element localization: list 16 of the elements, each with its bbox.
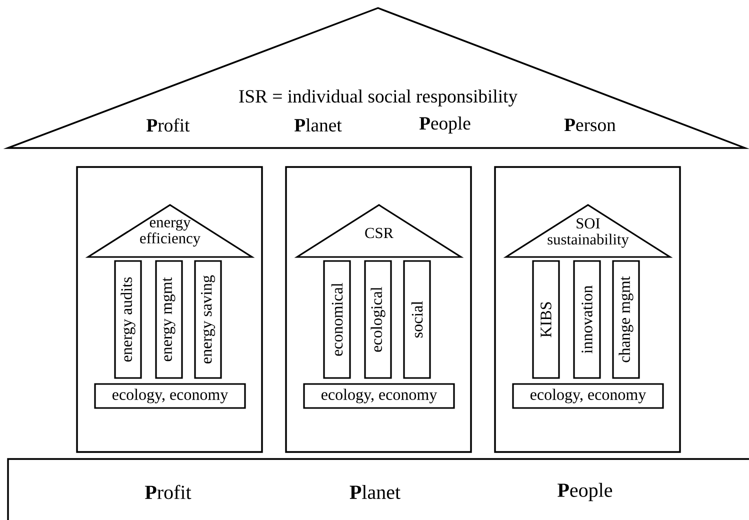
foundation-band: Profit Planet People bbox=[7, 458, 749, 520]
pillar: innovation bbox=[573, 260, 601, 379]
pillar: change mgmt bbox=[612, 260, 640, 379]
frame-box bbox=[76, 166, 263, 453]
pillar: economical bbox=[323, 260, 351, 379]
plinth-box: ecology, economy bbox=[303, 383, 455, 409]
frame-box bbox=[494, 166, 681, 453]
pillar: energy mgmt bbox=[155, 260, 183, 379]
pillar: social bbox=[403, 260, 431, 379]
pillar: energy saving bbox=[194, 260, 222, 379]
plinth-box: ecology, economy bbox=[512, 383, 664, 409]
pillar: ecological bbox=[364, 260, 392, 379]
frame-box bbox=[285, 166, 472, 453]
pillar: energy audits bbox=[114, 260, 142, 379]
plinth-box: ecology, economy bbox=[94, 383, 246, 409]
pillar: KIBS bbox=[532, 260, 560, 379]
